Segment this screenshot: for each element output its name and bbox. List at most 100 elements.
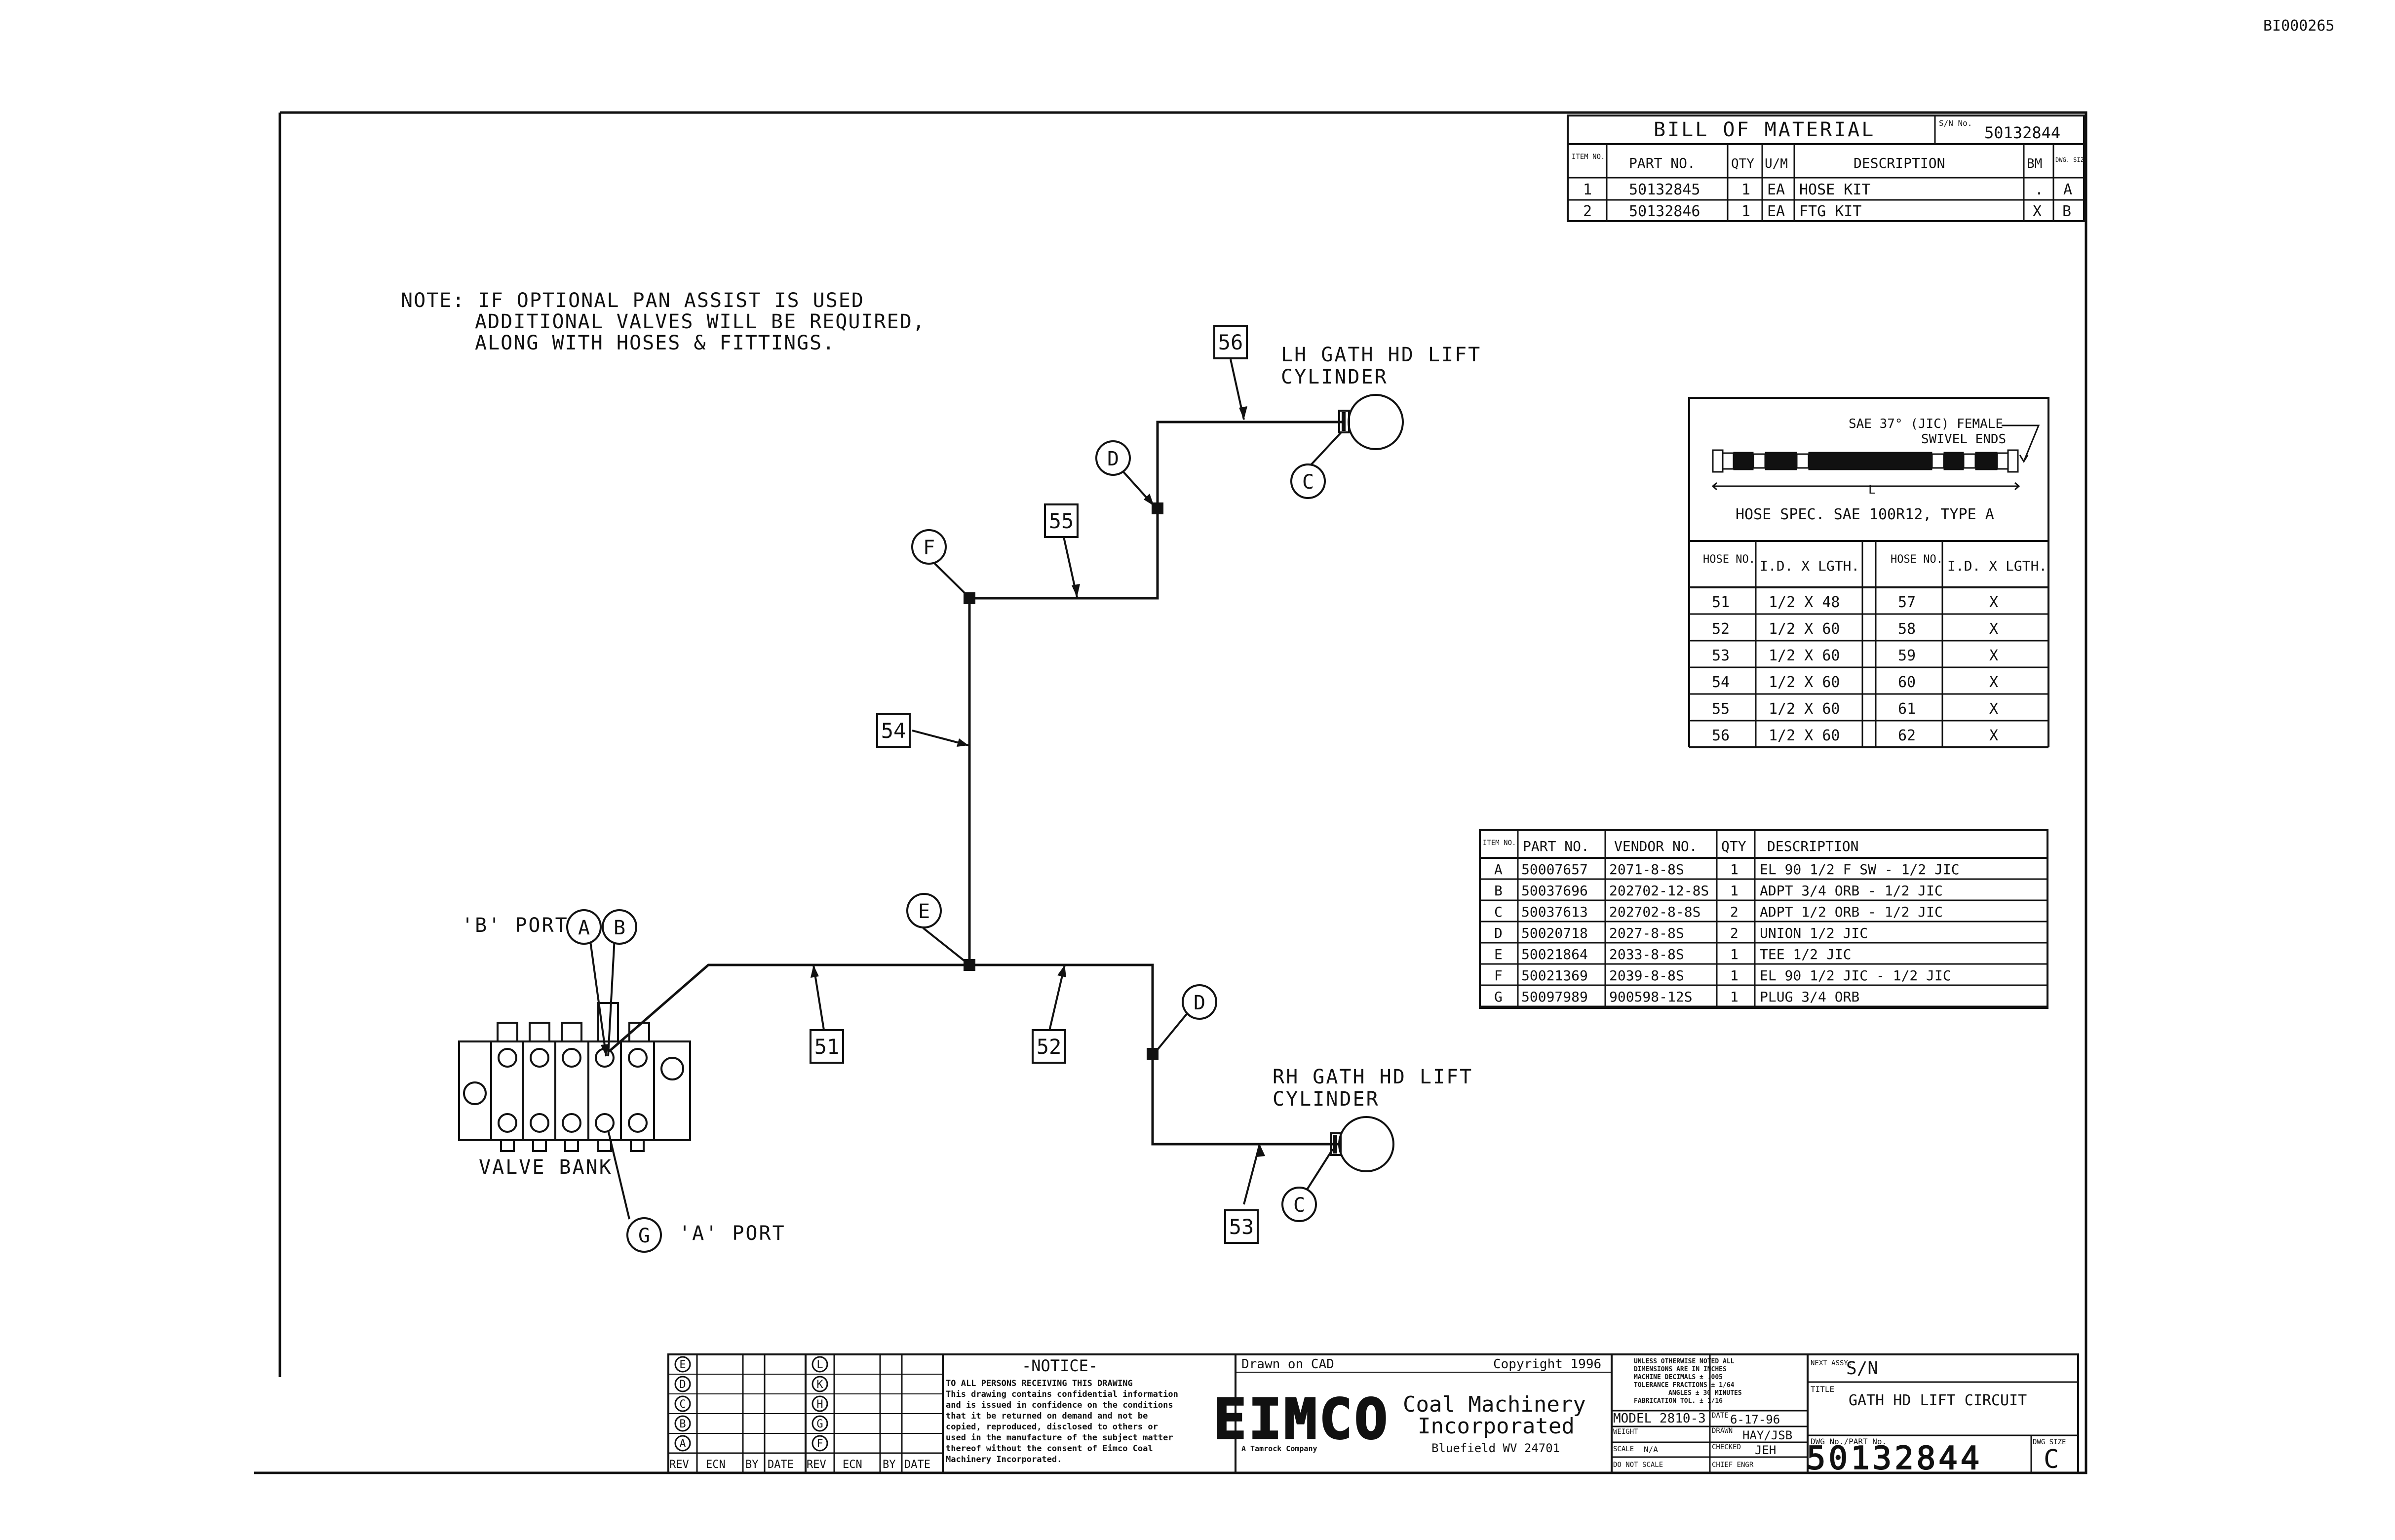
fittings-header-cell: PART NO. [1523, 838, 1589, 854]
callout-circle [626, 1217, 662, 1253]
rh-cylinder-label: CYLINDER [1273, 1088, 1380, 1111]
notice-line: TO ALL PERSONS RECEIVING THIS DRAWING [946, 1379, 1133, 1388]
hose-tag-label: 55 [1049, 509, 1074, 533]
hose-spec-cell: X [1989, 647, 1998, 664]
bom-header-bm: BM [2027, 156, 2042, 171]
rh-cylinder [1330, 1116, 1394, 1172]
bom-cell: EA [1767, 203, 1785, 220]
rev-letter-circle [811, 1395, 828, 1412]
rev-letter-circle [811, 1356, 828, 1373]
dwg-size-label: DWG SIZE [2033, 1438, 2066, 1446]
callout-letter: F [923, 537, 935, 559]
callout-circle [911, 529, 947, 565]
fittings-cell: 50037613 [1521, 904, 1588, 920]
bom-header-qty: QTY [1731, 156, 1754, 171]
hose-tag-box [810, 1029, 844, 1064]
fittings-header-cell: QTY [1721, 838, 1746, 854]
hose-spec-cell: 54 [1712, 674, 1730, 691]
rev-letter: F [816, 1438, 823, 1450]
tolerance-line: TOLERANCE FRACTIONS ± 1/64 [1634, 1382, 1735, 1389]
rev-letter: L [816, 1359, 823, 1371]
valve-bank [458, 1002, 691, 1152]
hose-spec-cell: 1/2 X 60 [1769, 647, 1840, 664]
hose-tag-54: 54 [876, 713, 911, 748]
fittings-cell: EL 90 1/2 JIC - 1/2 JIC [1760, 967, 1951, 984]
hose-spec-cell: 57 [1898, 594, 1916, 611]
bill-of-material [1567, 115, 2085, 222]
leader-arrowheads [601, 406, 1265, 1157]
checked-label: CHECKED [1712, 1443, 1741, 1451]
fittings-cell: 2033-8-8S [1609, 946, 1684, 962]
hose-spec-cell: X [1989, 620, 1998, 638]
fitting-callout-c: C [1290, 463, 1326, 499]
bom-cell: A [2063, 181, 2072, 198]
tolerance-line: FABRICATION TOL. ± 1/16 [1634, 1397, 1723, 1405]
rev-letter-circle [674, 1376, 691, 1392]
fitting-callout-e: E [906, 893, 942, 928]
fittings-cell: E [1494, 946, 1503, 962]
callout-letter: A [578, 917, 590, 939]
fittings-cell: D [1494, 925, 1503, 941]
hose-tag-53: 53 [1224, 1209, 1259, 1244]
notice-line: This drawing contains confidential infor… [946, 1389, 1178, 1399]
hose-spec-cell: X [1989, 700, 1998, 718]
bom-cell: HOSE KIT [1799, 181, 1871, 198]
hose-spec-cell: X [1989, 727, 1998, 744]
drawn-on-cad: Drawn on CAD [1241, 1357, 1334, 1372]
bom-cell: 1 [1741, 181, 1750, 198]
hose-line-56 [1156, 421, 1344, 508]
dwg-number: 50132844 [1807, 1440, 1982, 1477]
hose-spec-cell: 55 [1712, 700, 1730, 718]
rev-letter: E [679, 1359, 686, 1371]
hose-spec-box [1688, 397, 2049, 748]
bom-cell: EA [1767, 181, 1785, 198]
notice-line: thereof without the consent of Eimco Coa… [946, 1444, 1153, 1454]
fittings-cell: 202702-12-8S [1609, 883, 1709, 899]
fittings-cell: G [1494, 989, 1503, 1005]
rev-header: DATE [768, 1459, 794, 1471]
bom-header-um: U/M [1765, 156, 1788, 171]
rev-letter: K [816, 1379, 823, 1391]
hose-lines [608, 421, 1344, 1146]
hose-spec-cell: 62 [1898, 727, 1916, 744]
fittings-header-cell: ITEM NO. [1483, 839, 1516, 847]
date-label: DATE [1712, 1412, 1729, 1420]
notice-title: -NOTICE- [1022, 1356, 1098, 1375]
hose-header-cell: I.D. X LGTH. [1947, 558, 2047, 574]
notice-text: TO ALL PERSONS RECEIVING THIS DRAWING Th… [946, 1379, 1178, 1464]
fittings-cell: 50020718 [1521, 925, 1588, 941]
fittings-cell: 2027-8-8S [1609, 925, 1684, 941]
company-name: Incorporated [1418, 1414, 1575, 1439]
rev-letter: A [679, 1438, 686, 1450]
hose-spec-cell: 1/2 X 60 [1769, 674, 1840, 691]
model-number: MODEL 2810-3 [1613, 1411, 1706, 1426]
lh-cylinder-label: LH GATH HD LIFT [1281, 344, 1481, 366]
callout-letter: C [1293, 1194, 1305, 1217]
rev-letter: D [679, 1379, 686, 1391]
hose-tag-box [1213, 325, 1248, 359]
bom-cell: B [2062, 203, 2071, 220]
do-not-scale: DO NOT SCALE [1613, 1461, 1663, 1469]
tolerance-line: DIMENSIONS ARE IN INCHES [1634, 1366, 1727, 1373]
fittings-cell: 1 [1730, 946, 1738, 962]
fittings-cell: 2 [1730, 925, 1738, 941]
bom-cell: 2 [1583, 203, 1592, 220]
rev-letter-circle [674, 1435, 691, 1452]
hose-tag-label: 54 [881, 719, 906, 743]
fittings-cell: A [1494, 861, 1503, 878]
fitting-callout-a: A [566, 909, 602, 945]
hose-spec-cell: 1/2 X 60 [1769, 620, 1840, 638]
bom-cell: 1 [1583, 181, 1592, 198]
rev-letter-circle [674, 1395, 691, 1412]
hose-tag-label: 52 [1037, 1035, 1062, 1059]
callout-circle [1281, 1187, 1317, 1222]
fittings-header-cell: DESCRIPTION [1767, 838, 1858, 854]
chief-engr-label: CHIEF ENGR [1712, 1461, 1754, 1469]
copyright: Copyright 1996 [1493, 1357, 1601, 1372]
bom-title: BILL OF MATERIAL [1654, 118, 1875, 141]
bom-header-row: ITEM NO. PART NO. QTY U/M DESCRIPTION BM… [1572, 153, 2087, 171]
company-location: Bluefield WV 24701 [1431, 1441, 1560, 1455]
callout-letter: B [614, 917, 625, 939]
